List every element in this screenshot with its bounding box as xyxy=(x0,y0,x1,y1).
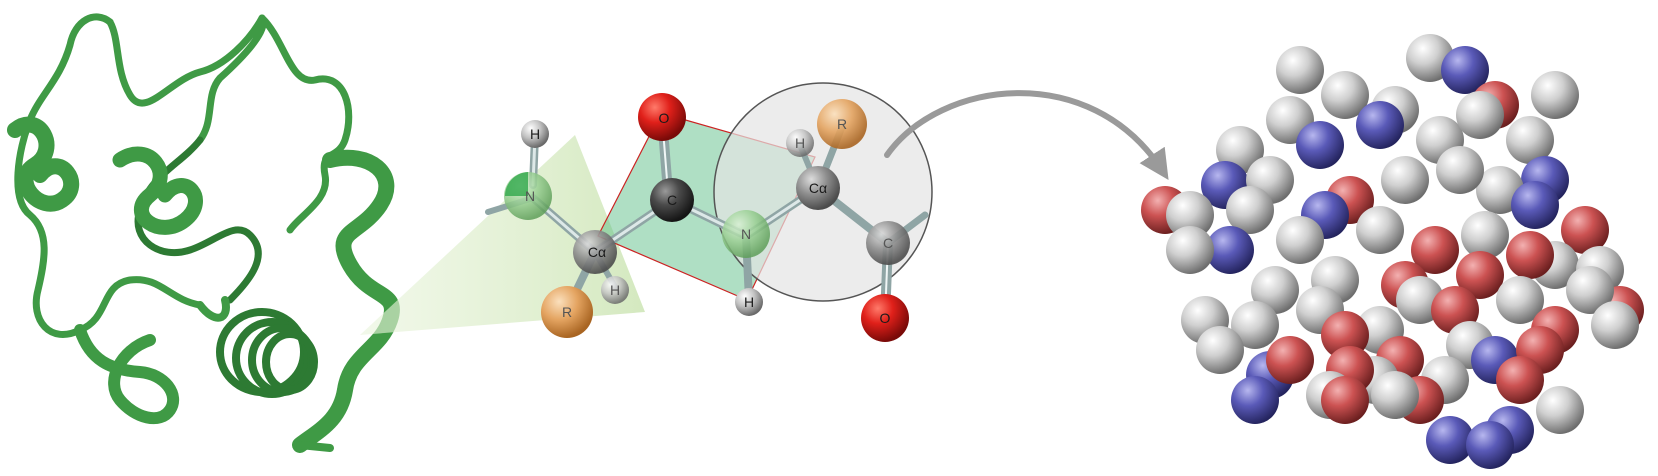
sphere-blue xyxy=(1296,121,1344,169)
ribbon-helix-top xyxy=(112,146,203,235)
sphere-white xyxy=(1276,216,1324,264)
ribbon-coil-left xyxy=(14,13,204,338)
svg-text:C: C xyxy=(667,192,677,208)
svg-text:R: R xyxy=(562,304,572,320)
svg-text:H: H xyxy=(530,126,540,142)
sphere-white xyxy=(1321,71,1369,119)
sphere-red xyxy=(1321,376,1369,424)
svg-text:N: N xyxy=(741,226,751,242)
svg-text:R: R xyxy=(837,116,847,132)
sphere-white xyxy=(1251,266,1299,314)
sphere-white xyxy=(1456,91,1504,139)
sphere-white xyxy=(1356,206,1404,254)
sphere-white xyxy=(1566,266,1614,314)
sphere-blue xyxy=(1231,376,1279,424)
svg-text:Cα: Cα xyxy=(809,180,827,196)
sphere-white xyxy=(1381,156,1429,204)
sphere-blue xyxy=(1426,416,1474,464)
ribbon-coil-bottom xyxy=(74,324,180,425)
sphere-red xyxy=(1496,356,1544,404)
sphere-white xyxy=(1231,301,1279,349)
sphere-white xyxy=(1591,301,1639,349)
sphere-white xyxy=(1506,116,1554,164)
sphere-white xyxy=(1166,191,1214,239)
atom-c2: C xyxy=(866,221,910,265)
atom-c1: C xyxy=(650,178,694,222)
atom-o1: O xyxy=(638,93,686,141)
ribbon-helix-right xyxy=(292,149,400,453)
svg-text:O: O xyxy=(880,310,891,326)
sphere-white xyxy=(1166,226,1214,274)
ribbon-helix-left xyxy=(7,116,80,212)
sphere-white xyxy=(1196,326,1244,374)
atom-r2: R xyxy=(817,99,867,149)
atom-n2: N xyxy=(722,210,770,258)
sphere-white xyxy=(1276,46,1324,94)
svg-text:N: N xyxy=(525,188,535,204)
sphere-blue xyxy=(1511,181,1559,229)
atom-ca2: Cα xyxy=(796,166,840,210)
atom-h-n2: H xyxy=(735,288,763,316)
atom-o2: O xyxy=(861,294,909,342)
protein-ribbon-icon xyxy=(7,13,400,453)
sphere-blue xyxy=(1356,101,1404,149)
sphere-white xyxy=(1496,276,1544,324)
svg-text:C: C xyxy=(883,235,893,251)
atom-h1: H xyxy=(521,120,549,148)
svg-text:O: O xyxy=(659,110,670,126)
sphere-white xyxy=(1531,71,1579,119)
sphere-white xyxy=(1536,386,1584,434)
svg-text:H: H xyxy=(610,282,620,298)
sphere-blue xyxy=(1466,421,1514,469)
svg-text:H: H xyxy=(795,135,805,151)
atom-h-ca1: H xyxy=(601,276,629,304)
sphere-red xyxy=(1456,251,1504,299)
sphere-red xyxy=(1321,311,1369,359)
sphere-blue xyxy=(1206,226,1254,274)
sphere-red xyxy=(1411,226,1459,274)
sphere-white xyxy=(1436,146,1484,194)
zoom-cone xyxy=(360,135,645,335)
ribbon-coil-lower xyxy=(196,296,334,452)
sphere-white xyxy=(1461,211,1509,259)
sphere-white xyxy=(1371,371,1419,419)
sphere-red xyxy=(1506,231,1554,279)
atom-ca1: Cα xyxy=(573,230,617,274)
curved-arrow-icon xyxy=(884,90,1169,181)
sphere-white xyxy=(1226,186,1274,234)
atom-n1: N xyxy=(504,172,552,220)
sphere-red xyxy=(1561,206,1609,254)
ribbon-coil-right xyxy=(258,14,353,234)
ribbon-coil-top xyxy=(106,14,267,144)
ribbon-spiral-helix xyxy=(216,308,318,398)
atom-r1: R xyxy=(541,286,593,338)
coarse-grained-spheres-icon xyxy=(1141,34,1644,469)
svg-text:Cα: Cα xyxy=(588,244,606,260)
atom-h-ca2: H xyxy=(786,129,814,157)
sphere-red xyxy=(1266,336,1314,384)
sphere-blue xyxy=(1441,46,1489,94)
svg-text:H: H xyxy=(744,294,754,310)
